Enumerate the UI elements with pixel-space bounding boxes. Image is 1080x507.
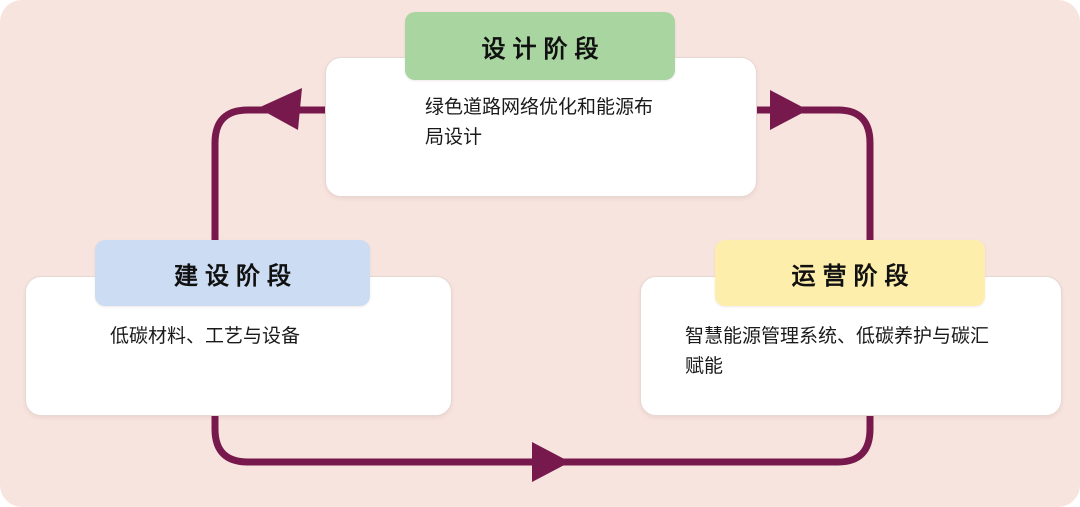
construction-phase-title: 建设阶段 — [174, 262, 298, 290]
arrow-head-left-icon — [258, 88, 302, 130]
design-phase-description: 绿色道路网络优化和能源布局设计 — [425, 97, 654, 149]
design-phase-header: 设计阶段 — [405, 12, 675, 80]
operation-phase-title: 运营阶段 — [791, 262, 916, 290]
design-phase-card — [325, 57, 757, 197]
construction-phase-description: 低碳材料、工艺与设备 — [110, 326, 301, 347]
construction-phase-header: 建设阶段 — [95, 240, 370, 306]
operation-phase-header: 运营阶段 — [715, 240, 985, 306]
arrow-head-bottom-icon — [532, 442, 570, 482]
operation-phase-description: 智慧能源管理系统、低碳养护与碳汇赋能 — [685, 326, 990, 378]
design-phase-title: 设计阶段 — [481, 35, 606, 63]
arrow-head-right-icon — [770, 90, 808, 130]
